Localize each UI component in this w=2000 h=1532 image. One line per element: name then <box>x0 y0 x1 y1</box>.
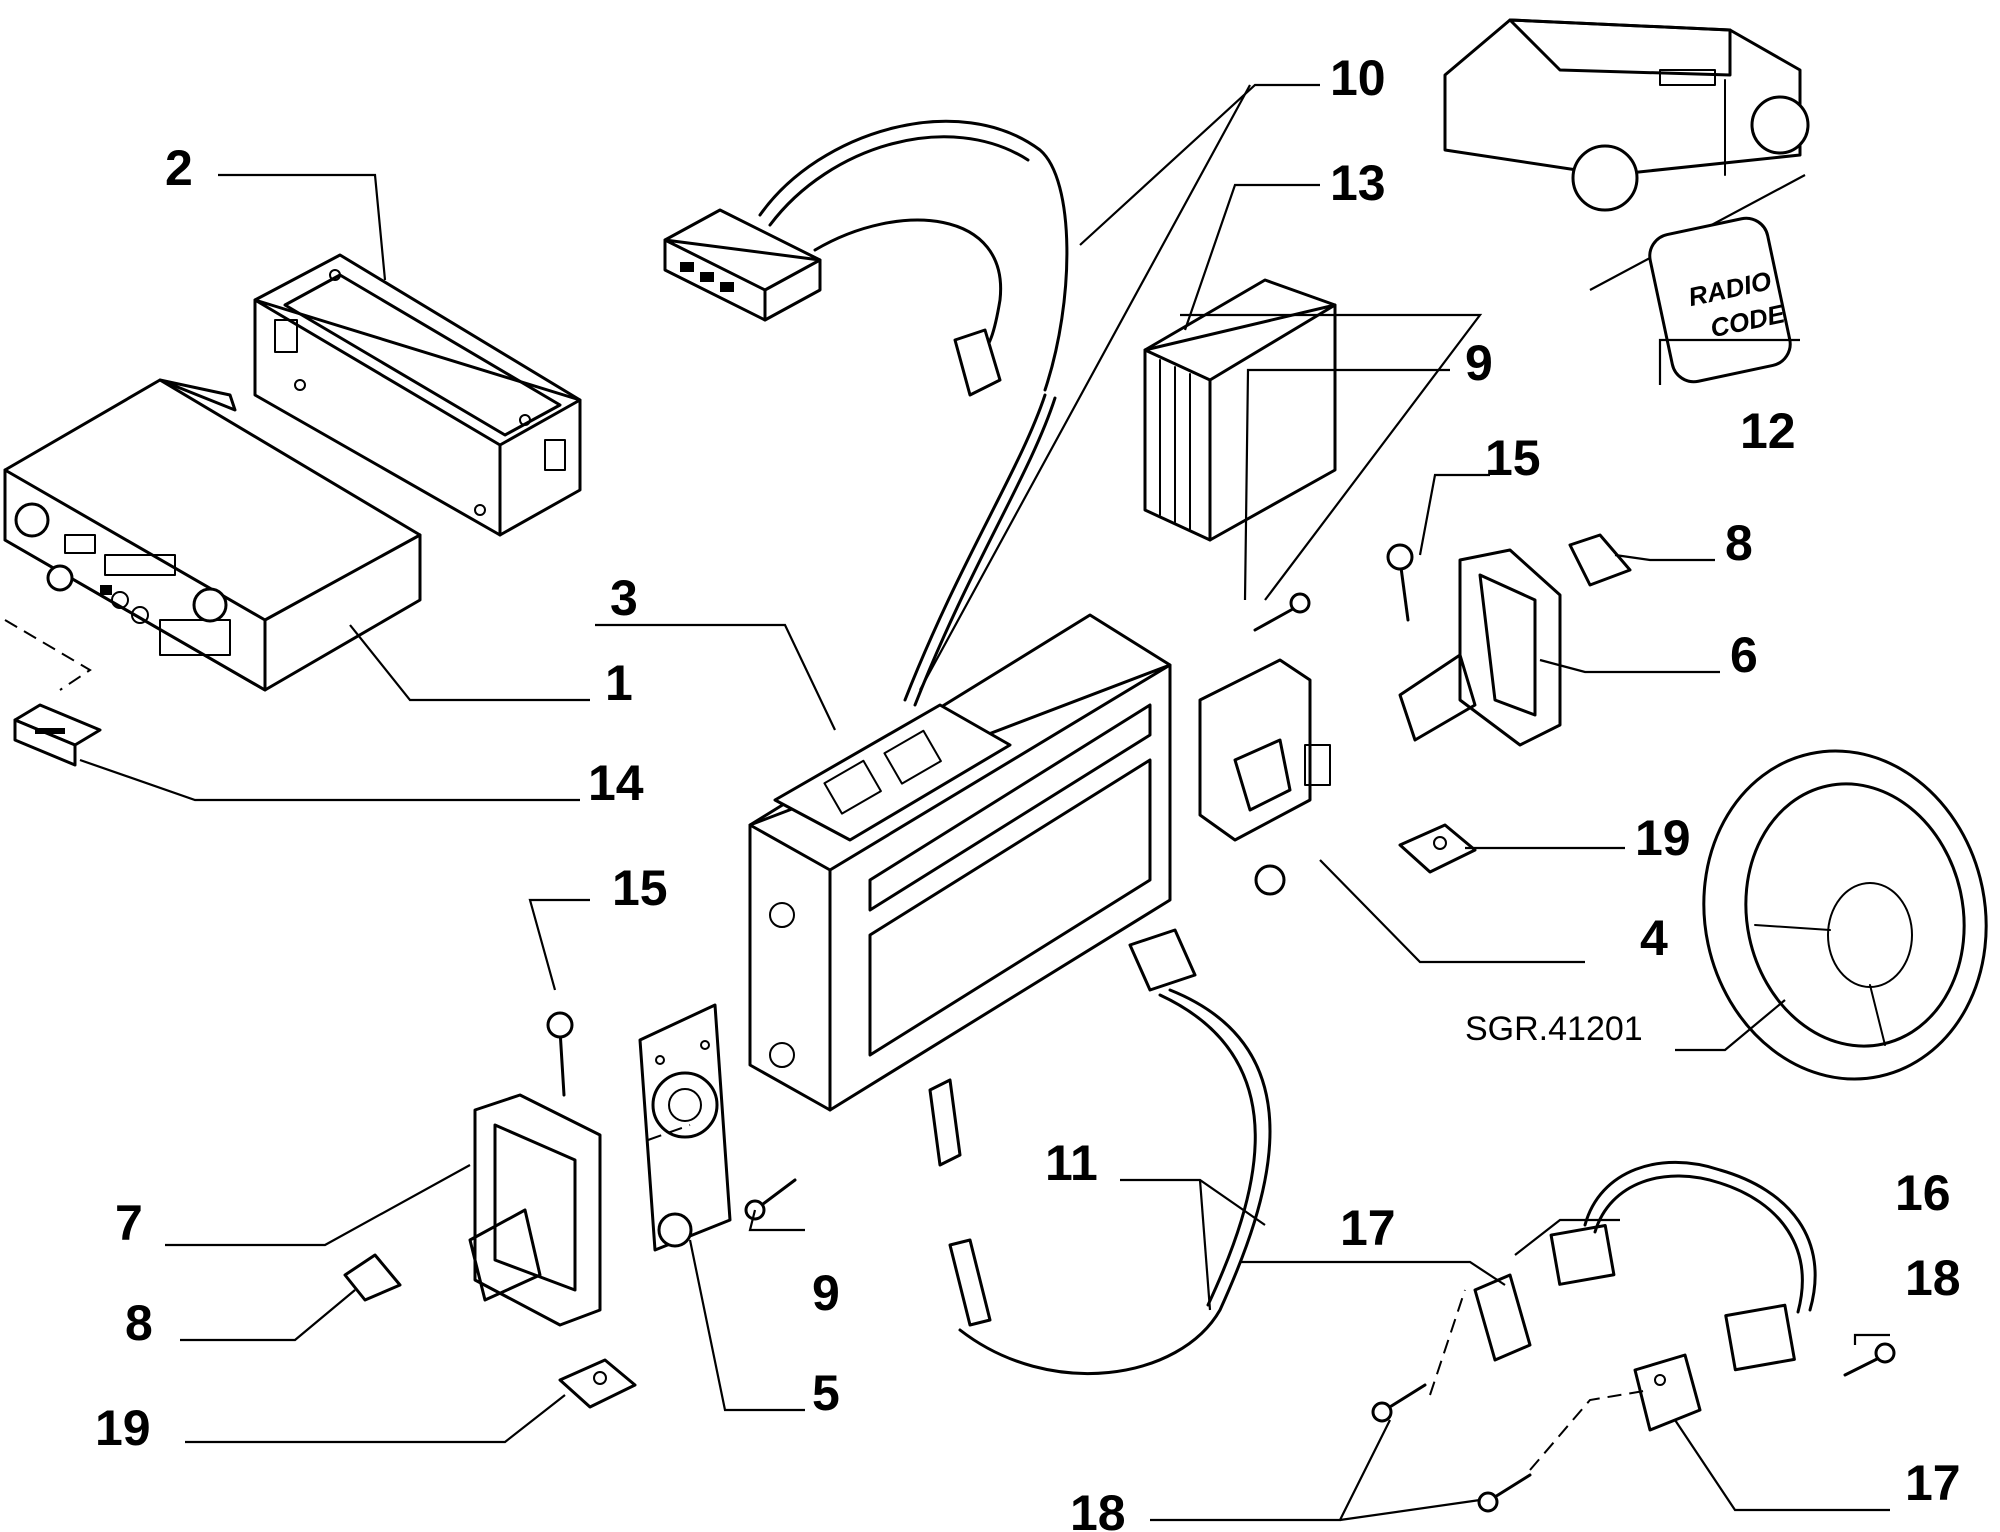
callout-16: 16 <box>1895 1165 1951 1221</box>
clip-part-19-right <box>1398 823 1477 874</box>
clip-part-8-left <box>343 1253 402 1302</box>
screw-part-18-right <box>1843 1342 1896 1377</box>
callout-18-bottom: 18 <box>1070 1485 1126 1532</box>
reference-code: SGR.41201 <box>1465 1010 1643 1048</box>
callout-10: 10 <box>1330 50 1386 106</box>
callout-19-left: 19 <box>95 1400 151 1456</box>
callout-17-top: 17 <box>1340 1200 1396 1256</box>
housing-part-3 <box>748 613 1172 1167</box>
wiring-harness-part-10 <box>663 119 1069 707</box>
callout-2: 2 <box>165 140 193 196</box>
radio-code-plate-part-12: RADIO CODE <box>1648 216 1792 384</box>
clip-part-17-top <box>1473 1273 1532 1362</box>
dashed-guide-5 <box>647 1124 691 1141</box>
screw-part-15-left <box>546 1011 574 1097</box>
callout-12: 12 <box>1740 403 1796 459</box>
callout-4: 4 <box>1640 910 1668 966</box>
callout-15-left: 15 <box>612 860 668 916</box>
antenna-cable-part-11 <box>948 928 1272 1376</box>
dashed-guide-17-bottom <box>1529 1389 1651 1471</box>
callout-5: 5 <box>812 1365 840 1421</box>
harness-part-16 <box>1549 1161 1817 1372</box>
module-box-part-13 <box>1143 278 1337 542</box>
screw-part-15-right <box>1386 543 1414 622</box>
dashed-guide-17-top <box>1429 1289 1466 1396</box>
car-illustration <box>1443 18 1810 212</box>
callout-1: 1 <box>605 655 633 711</box>
callout-9-bottom: 9 <box>812 1265 840 1321</box>
dashed-guide-14 <box>4 619 92 691</box>
callout-8-left: 8 <box>125 1295 153 1351</box>
callout-19-right: 19 <box>1635 810 1691 866</box>
screw-part-9-top <box>1253 592 1311 632</box>
speaker-plate-part-5 <box>638 1003 732 1252</box>
screw-part-18-bottom-a <box>1371 1383 1427 1423</box>
callout-15-right: 15 <box>1485 430 1541 486</box>
mounting-cage-part-2 <box>253 253 582 537</box>
clip-part-19-left <box>558 1358 637 1409</box>
callout-7: 7 <box>115 1195 143 1251</box>
side-bracket-part-4 <box>1198 658 1331 896</box>
bracket-part-6 <box>1398 548 1562 747</box>
plug-part-14 <box>13 703 102 767</box>
callout-18-right: 18 <box>1905 1250 1961 1306</box>
callout-11: 11 <box>1045 1135 1098 1191</box>
callout-17-bottom: 17 <box>1905 1455 1961 1511</box>
callout-13: 13 <box>1330 155 1386 211</box>
callout-14: 14 <box>588 755 644 811</box>
callout-8-right: 8 <box>1725 515 1753 571</box>
radio-unit-part-1 <box>3 378 422 692</box>
bracket-part-7 <box>468 1093 602 1327</box>
callout-6: 6 <box>1730 627 1758 683</box>
clip-part-8-right <box>1568 533 1632 587</box>
callout-3: 3 <box>610 570 638 626</box>
leader-lines <box>79 83 1890 1522</box>
callout-9-top: 9 <box>1465 335 1493 391</box>
clip-part-17-bottom <box>1633 1353 1702 1432</box>
screw-part-18-bottom-b <box>1477 1473 1532 1513</box>
steering-wheel-illustration <box>1702 749 1988 1081</box>
